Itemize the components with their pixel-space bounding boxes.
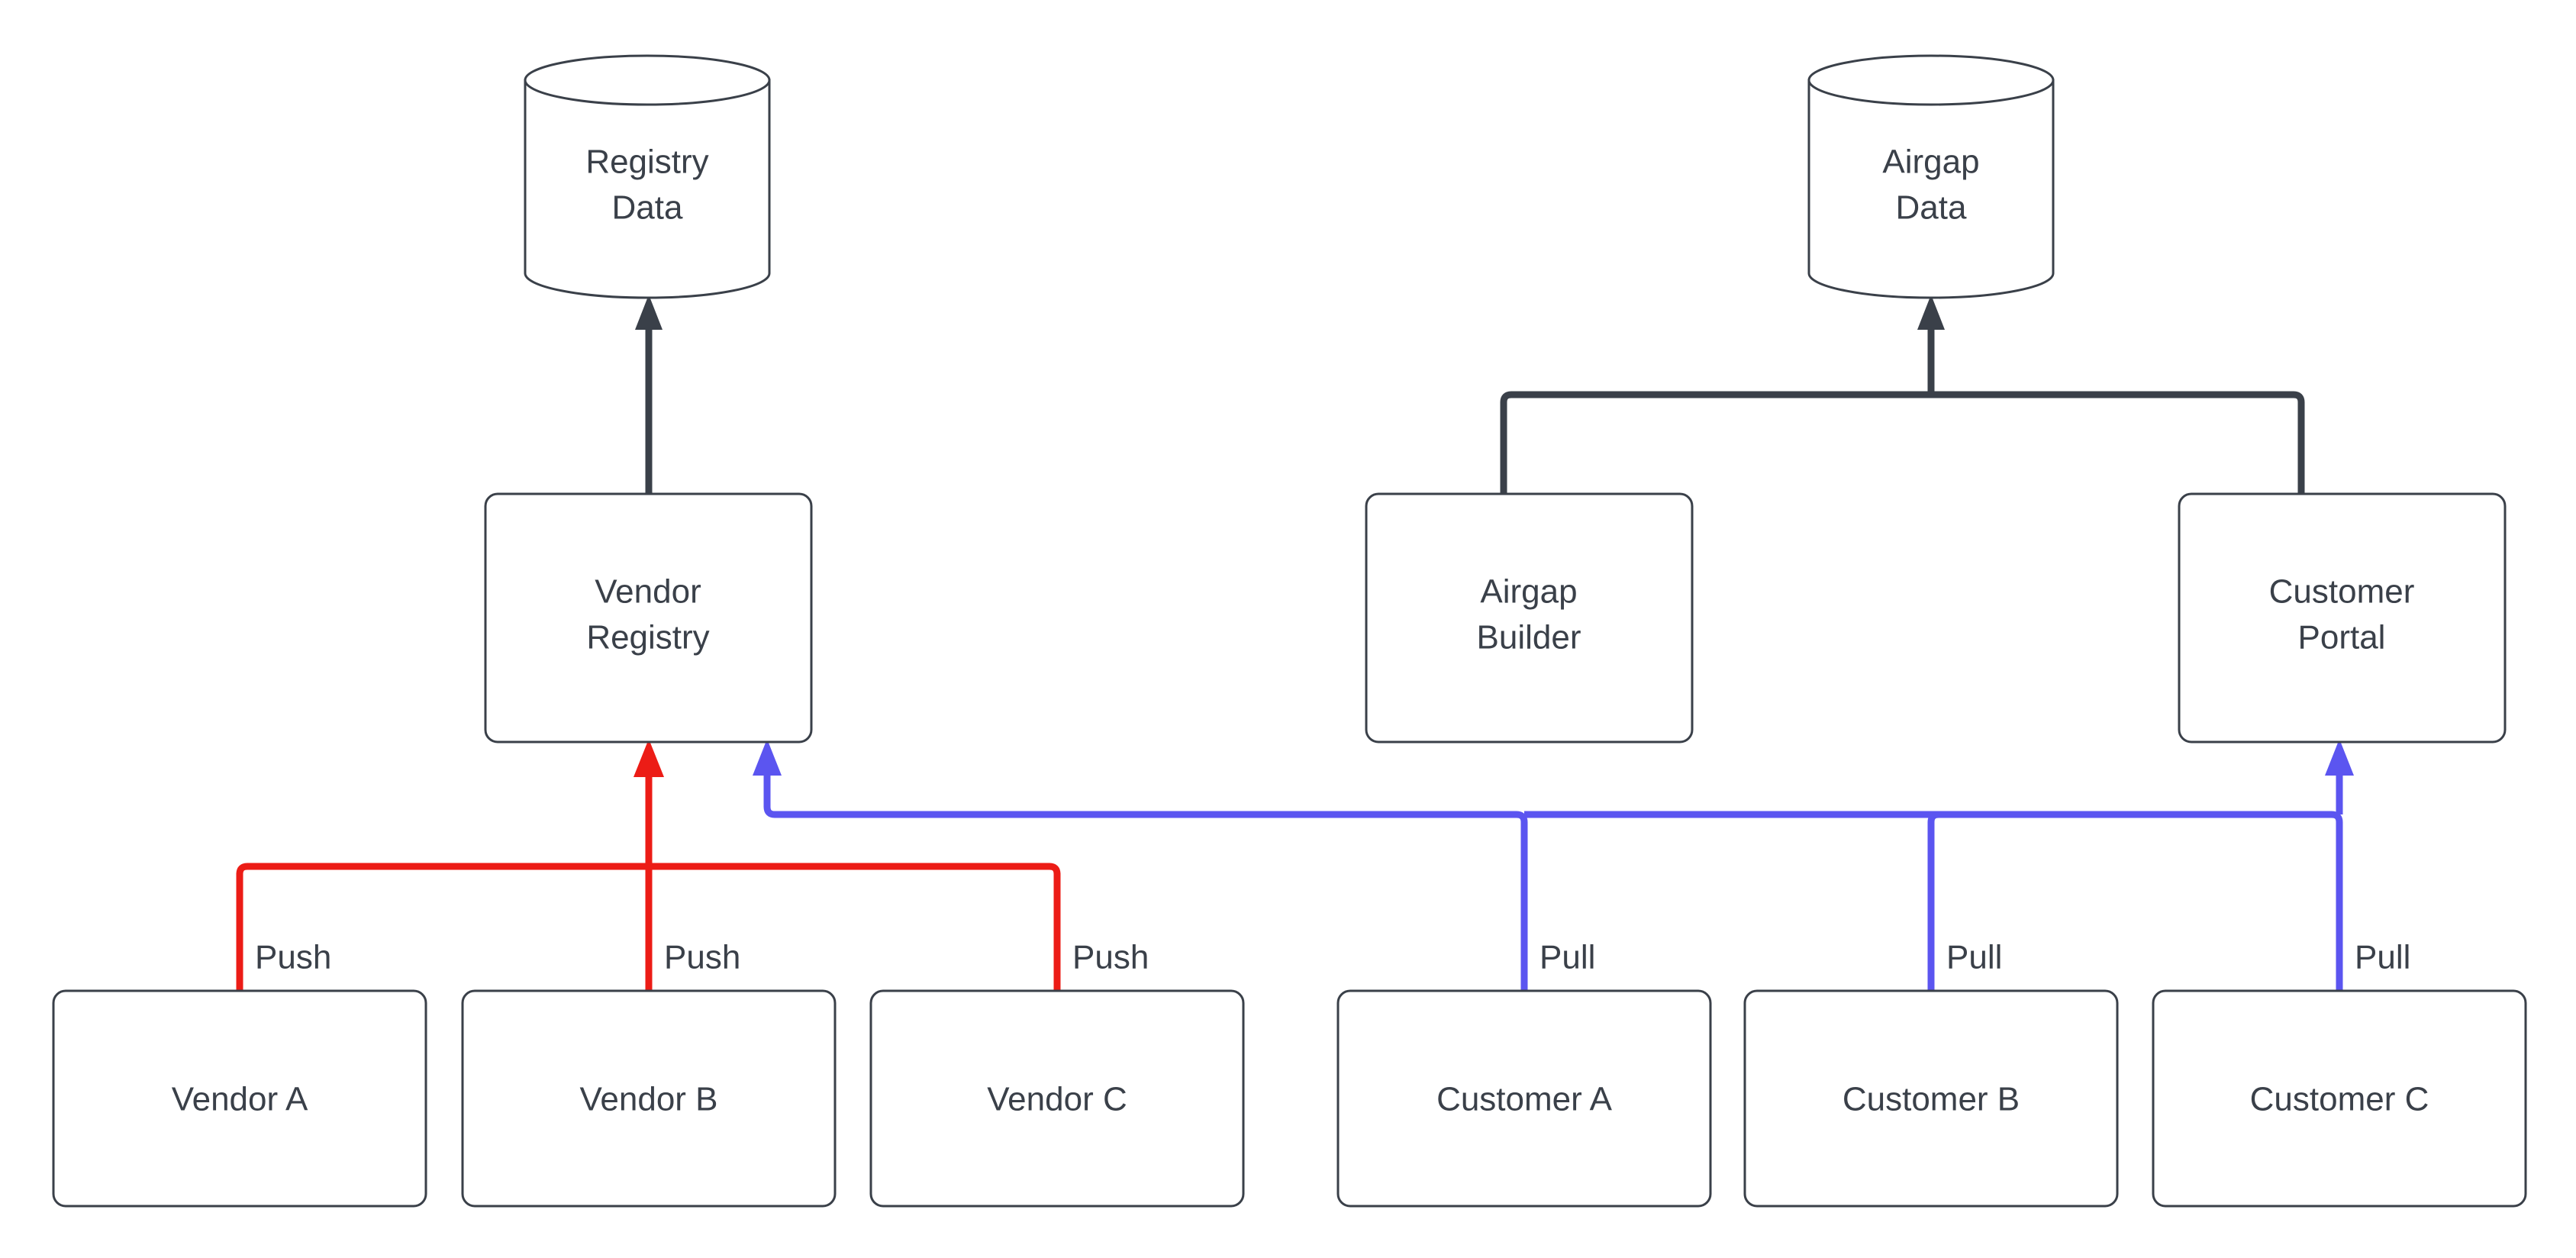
datastore-airgap-data[interactable]: Airgap Data (1807, 54, 2055, 299)
edge-customer-portal-to-airgap-data (1931, 391, 2305, 494)
node-customer-a[interactable]: Customer A (1336, 989, 1712, 1208)
node-customer-portal-line1: Customer (2269, 573, 2415, 611)
node-airgap-builder-line2: Builder (1477, 619, 1581, 656)
edge-vendor-registry-to-registry-data (635, 295, 663, 494)
edge-label-push-vendor-c: Push (1072, 939, 1149, 976)
node-vendor-a[interactable]: Vendor A (52, 989, 427, 1208)
edge-label-pull-customer-c: Pull (2355, 939, 2410, 976)
edge-group-push (236, 739, 1061, 991)
edge-group-pull (753, 739, 2354, 991)
edge-label-push-vendor-a: Push (255, 939, 331, 976)
node-customer-portal[interactable]: Customer Portal (2178, 492, 2507, 744)
node-vendor-registry-line1: Vendor (595, 573, 701, 611)
node-vendor-b-label: Vendor B (579, 1081, 717, 1118)
node-vendor-c[interactable]: Vendor C (869, 989, 1245, 1208)
datastore-registry-data-line1: Registry (585, 144, 708, 181)
node-airgap-builder[interactable]: Airgap Builder (1365, 492, 1694, 744)
edge-label-push-vendor-b: Push (664, 939, 740, 976)
node-customer-a-label: Customer A (1436, 1081, 1613, 1118)
node-customer-portal-line2: Portal (2298, 619, 2386, 656)
datastore-airgap-data-line1: Airgap (1882, 144, 1979, 181)
node-vendor-registry-line2: Registry (586, 619, 709, 656)
edge-label-pull-customer-b: Pull (1946, 939, 2002, 976)
datastore-airgap-data-line2: Data (1896, 189, 1967, 227)
datastore-registry-data-line2: Data (612, 189, 683, 227)
node-customer-b[interactable]: Customer B (1743, 989, 2119, 1208)
node-vendor-b[interactable]: Vendor B (461, 989, 837, 1208)
node-vendor-a-label: Vendor A (172, 1081, 308, 1118)
node-vendor-registry[interactable]: Vendor Registry (484, 492, 813, 744)
node-vendor-c-label: Vendor C (987, 1081, 1127, 1118)
node-airgap-builder-line1: Airgap (1480, 573, 1577, 611)
node-customer-b-label: Customer B (1843, 1081, 2020, 1118)
edge-airgap-data-arrow (1917, 295, 1945, 395)
edge-airgap-builder-to-airgap-data (1500, 391, 1931, 494)
edge-label-pull-customer-a: Pull (1539, 939, 1595, 976)
node-customer-c[interactable]: Customer C (2152, 989, 2527, 1208)
datastore-registry-data[interactable]: Registry Data (524, 54, 771, 299)
node-customer-c-label: Customer C (2250, 1081, 2429, 1118)
